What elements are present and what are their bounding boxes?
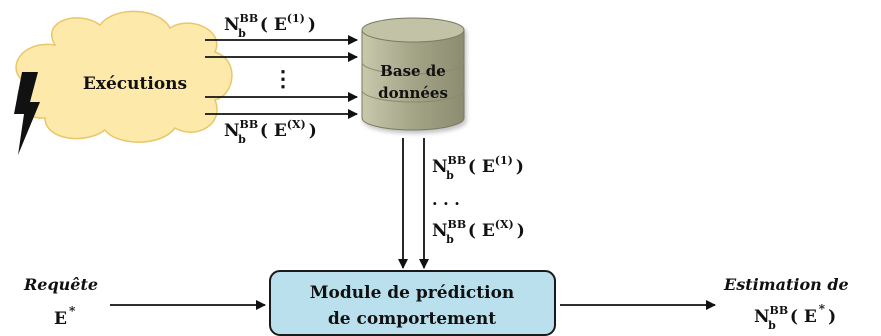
arrows-to-database: ⋮ xyxy=(205,35,358,119)
request-e-star: E* xyxy=(54,304,76,329)
module-label-line1: Module de prédiction xyxy=(310,283,515,303)
executions-cloud: Exécutions xyxy=(15,10,233,143)
module-label-line2: de comportement xyxy=(328,309,496,329)
request-label: Requête xyxy=(23,275,98,294)
vertical-dots: . . . xyxy=(432,190,460,209)
estimation-label: Estimation de xyxy=(723,275,849,294)
lightning-icon xyxy=(14,72,40,155)
executions-label: Exécutions xyxy=(83,74,187,94)
prediction-module: Module de prédiction de comportement xyxy=(269,270,556,336)
arrows-to-module xyxy=(398,138,429,269)
arrows-dots: ⋮ xyxy=(272,66,294,92)
database-cylinder xyxy=(361,17,465,131)
module-box xyxy=(269,270,556,336)
database-label-line1: Base de xyxy=(380,62,446,80)
database-label-line2: données xyxy=(378,84,448,102)
